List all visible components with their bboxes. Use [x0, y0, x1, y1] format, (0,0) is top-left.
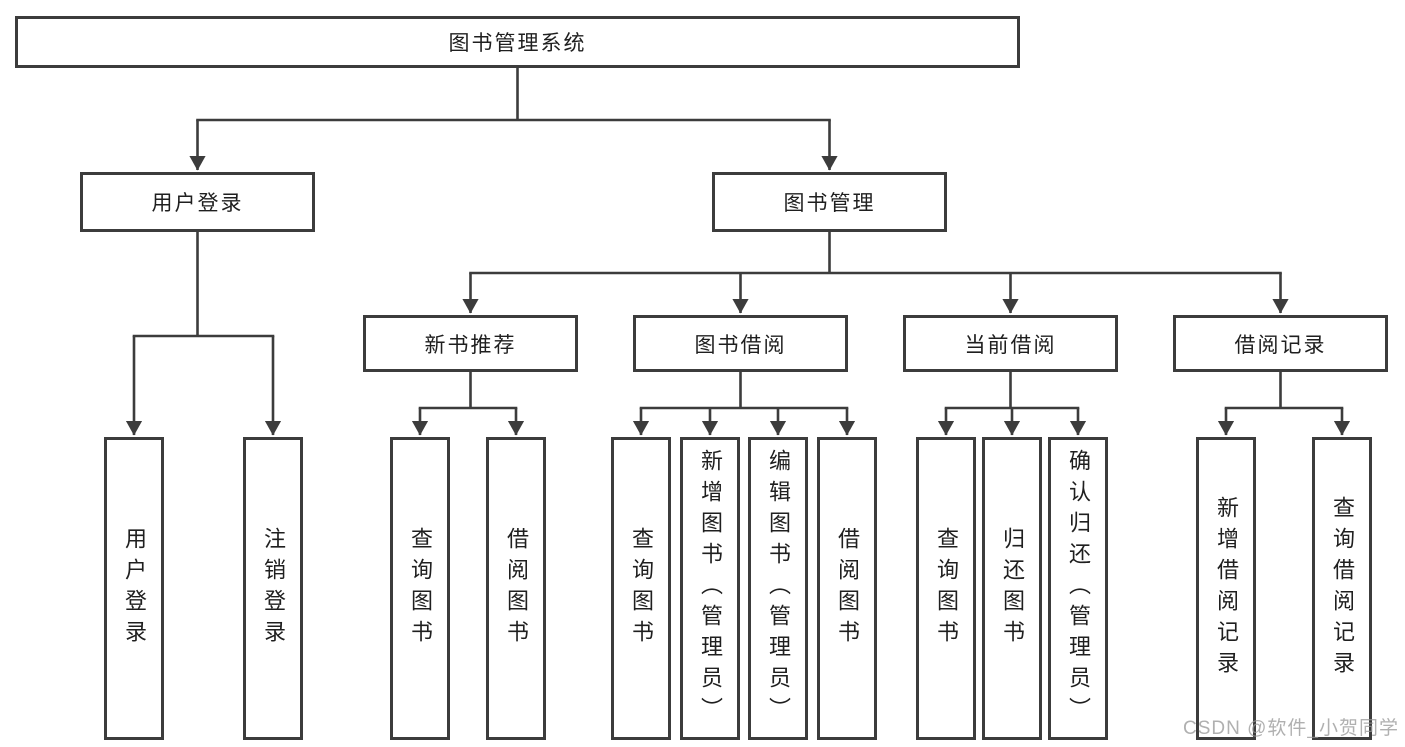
node-label: 用户登录 [151, 192, 244, 215]
watermark: CSDN @软件_小贺同学 [1183, 718, 1399, 739]
node-label: 图书管理系统 [448, 32, 587, 55]
node-label: 注销登录 [261, 526, 286, 651]
leaf-query-books-current: 查询图书 [916, 437, 976, 740]
node-book-borrowing: 图书借阅 [633, 315, 848, 372]
node-label: 查询图书 [934, 526, 959, 651]
leaf-query-borrow-record: 查询借阅记录 [1312, 437, 1372, 740]
node-borrowing-records: 借阅记录 [1173, 315, 1388, 372]
node-user-login-branch: 用户登录 [80, 172, 315, 232]
node-label: 新增借阅记录 [1214, 495, 1239, 682]
node-label: 新增图书（管理员） [698, 449, 723, 728]
leaf-edit-book-admin: 编辑图书（管理员） [748, 437, 808, 740]
node-label: 用户登录 [122, 526, 147, 651]
node-label: 借阅记录 [1234, 333, 1327, 357]
node-label: 当前借阅 [964, 333, 1057, 357]
node-label: 查询图书 [629, 526, 654, 651]
node-new-book-recommendation: 新书推荐 [363, 315, 578, 372]
node-current-borrowing: 当前借阅 [903, 315, 1118, 372]
leaf-user-login: 用户登录 [104, 437, 164, 740]
node-label: 新书推荐 [424, 333, 517, 357]
leaf-logout: 注销登录 [243, 437, 303, 740]
node-label: 查询图书 [408, 526, 433, 651]
leaf-query-books-recommend: 查询图书 [390, 437, 450, 740]
leaf-return-book: 归还图书 [982, 437, 1042, 740]
node-label: 借阅图书 [835, 526, 860, 651]
node-label: 确认归还（管理员） [1066, 449, 1091, 728]
node-library-management-system: 图书管理系统 [15, 16, 1020, 68]
node-label: 图书管理 [783, 192, 876, 215]
node-label: 借阅图书 [504, 526, 529, 651]
leaf-borrow-books-recommend: 借阅图书 [486, 437, 546, 740]
leaf-confirm-return-admin: 确认归还（管理员） [1048, 437, 1108, 740]
leaf-add-borrow-record: 新增借阅记录 [1196, 437, 1256, 740]
node-label: 编辑图书（管理员） [766, 449, 791, 728]
node-label: 归还图书 [1000, 526, 1025, 651]
leaf-query-books-borrowing: 查询图书 [611, 437, 671, 740]
node-label: 图书借阅 [694, 333, 787, 357]
node-book-management-branch: 图书管理 [712, 172, 947, 232]
node-label: 查询借阅记录 [1330, 495, 1355, 682]
leaf-add-book-admin: 新增图书（管理员） [680, 437, 740, 740]
leaf-borrow-books-borrowing: 借阅图书 [817, 437, 877, 740]
